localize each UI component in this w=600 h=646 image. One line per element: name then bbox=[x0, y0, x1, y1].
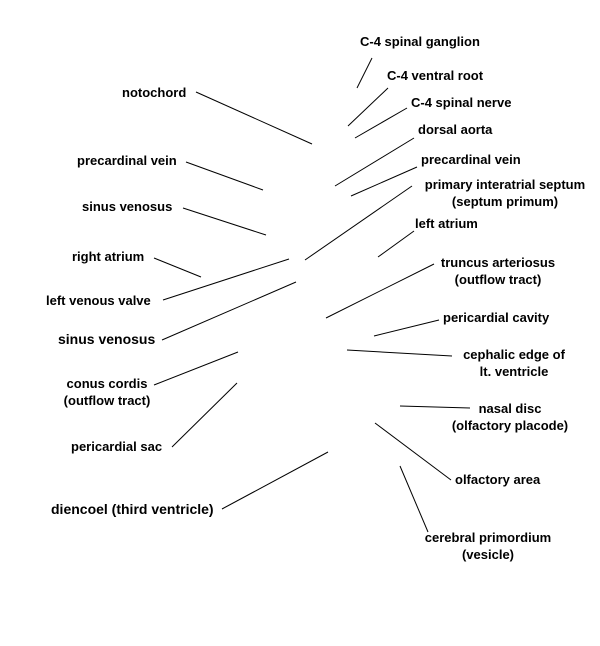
label-c4-spinal-nerve: C-4 spinal nerve bbox=[411, 95, 512, 110]
leader-notochord bbox=[195, 91, 313, 145]
leader-left-atrium bbox=[377, 230, 415, 258]
leader-dorsal-aorta bbox=[334, 137, 415, 187]
leader-sinus-venosus-lower bbox=[161, 281, 297, 341]
leader-precardinal-vein-left bbox=[185, 161, 264, 191]
label-olfactory-area: olfactory area bbox=[455, 472, 541, 487]
label-primary-interatrial-septum: primary interatrial septum (septum primu… bbox=[412, 176, 598, 210]
label-precardinal-vein-right: precardinal vein bbox=[421, 152, 521, 167]
label-pericardial-sac: pericardial sac bbox=[71, 439, 163, 454]
label-nasal-disc: nasal disc (olfactory placode) bbox=[446, 400, 574, 434]
leader-c4-spinal-ganglion bbox=[356, 57, 373, 89]
leader-pericardial-cavity bbox=[373, 319, 440, 337]
label-right-atrium: right atrium bbox=[72, 249, 145, 264]
label-truncus-arteriosus: truncus arteriosus (outflow tract) bbox=[434, 254, 562, 288]
label-conus-cordis: conus cordis (outflow tract) bbox=[52, 375, 162, 409]
leader-c4-spinal-nerve bbox=[354, 107, 408, 139]
label-cerebral-primordium: cerebral primordium (vesicle) bbox=[416, 529, 560, 563]
label-nasal-disc-line1: nasal disc bbox=[478, 401, 542, 416]
label-truncus-arteriosus-line2: (outflow tract) bbox=[454, 272, 542, 287]
leader-precardinal-vein-right bbox=[350, 166, 418, 197]
label-sinus-venosus-lower: sinus venosus bbox=[58, 331, 156, 347]
label-precardinal-vein-left: precardinal vein bbox=[77, 153, 177, 168]
label-left-atrium: left atrium bbox=[415, 216, 478, 231]
leader-right-atrium bbox=[153, 257, 202, 278]
label-c4-spinal-ganglion: C-4 spinal ganglion bbox=[360, 34, 480, 49]
label-nasal-disc-line2: (olfactory placode) bbox=[451, 418, 569, 433]
label-left-venous-valve: left venous valve bbox=[46, 293, 151, 308]
label-cerebral-primordium-line1: cerebral primordium bbox=[424, 530, 552, 545]
label-pericardial-cavity: pericardial cavity bbox=[443, 310, 550, 325]
leader-sinus-venosus-upper bbox=[182, 207, 267, 236]
label-conus-cordis-line1: conus cordis bbox=[66, 376, 148, 391]
leader-pericardial-sac bbox=[171, 382, 238, 448]
leader-conus-cordis bbox=[153, 351, 239, 386]
label-sinus-venosus-upper: sinus venosus bbox=[82, 199, 173, 214]
leader-left-venous-valve bbox=[162, 258, 290, 301]
label-cerebral-primordium-line2: (vesicle) bbox=[461, 547, 515, 562]
label-truncus-arteriosus-line1: truncus arteriosus bbox=[440, 255, 556, 270]
leader-truncus-arteriosus bbox=[325, 263, 435, 319]
label-diencoel: diencoel (third ventricle) bbox=[51, 501, 214, 517]
label-cephalic-edge-line2: lt. ventricle bbox=[479, 364, 549, 379]
label-c4-ventral-root: C-4 ventral root bbox=[387, 68, 484, 83]
leader-cerebral-primordium bbox=[399, 465, 429, 533]
leader-primary-interatrial-septum bbox=[304, 185, 413, 261]
leader-c4-ventral-root bbox=[347, 87, 389, 127]
label-primary-interatrial-septum-line1: primary interatrial septum bbox=[424, 177, 586, 192]
label-cephalic-edge-line1: cephalic edge of bbox=[463, 347, 565, 362]
label-primary-interatrial-septum-line2: (septum primum) bbox=[451, 194, 559, 209]
leader-nasal-disc bbox=[399, 405, 471, 409]
label-conus-cordis-line2: (outflow tract) bbox=[63, 393, 151, 408]
label-notochord: notochord bbox=[122, 85, 187, 100]
leader-olfactory-area bbox=[374, 422, 452, 481]
leader-cephalic-edge bbox=[346, 349, 453, 357]
label-dorsal-aorta: dorsal aorta bbox=[418, 122, 493, 137]
label-cephalic-edge: cephalic edge of lt. ventricle bbox=[452, 346, 576, 380]
leader-diencoel bbox=[221, 451, 329, 510]
